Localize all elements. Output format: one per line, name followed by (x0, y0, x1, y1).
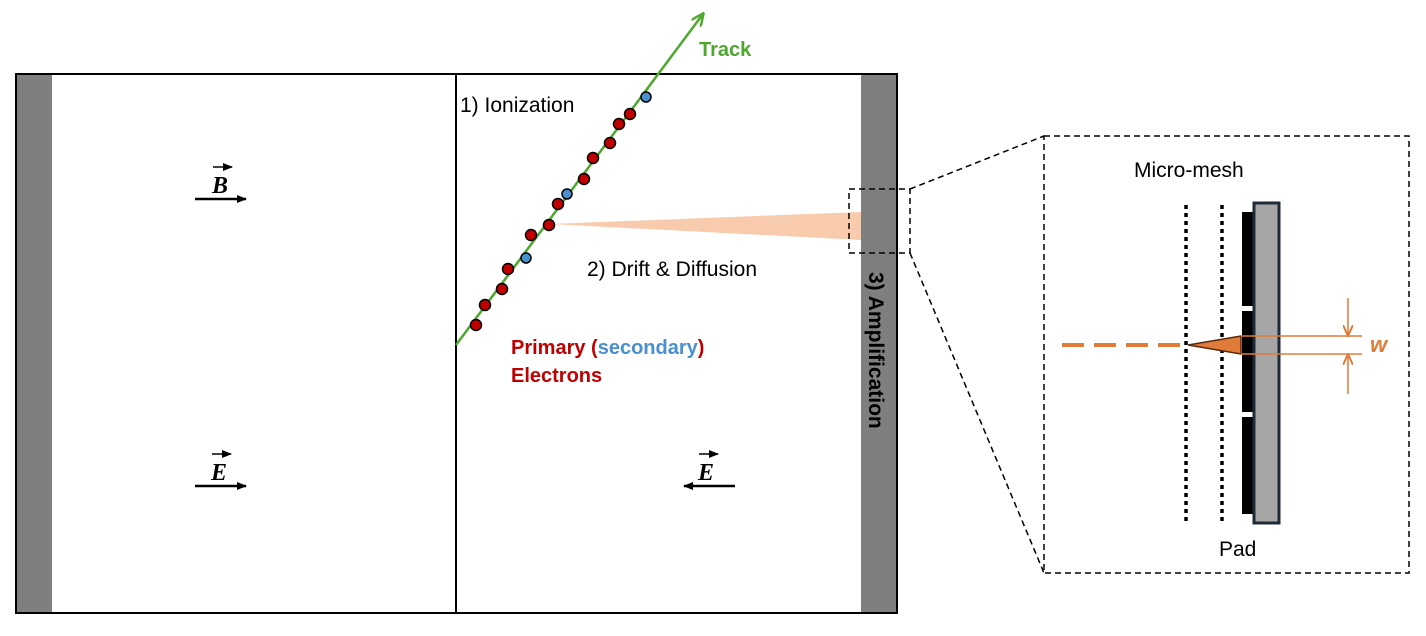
zoom-connector-bottom (909, 252, 1045, 574)
e-field-left-symbol: E (210, 460, 227, 486)
secondary-text: secondary (598, 337, 699, 359)
primary-electron (478, 298, 492, 312)
ionization-label: 1) Ionization (460, 94, 574, 117)
e-field-right-symbol: E (697, 460, 714, 486)
b-field-symbol: B (211, 173, 228, 199)
primary-electron (542, 218, 556, 232)
primary-electron (501, 262, 515, 276)
secondary-electron (561, 188, 573, 200)
avalanche-cone (1187, 335, 1242, 355)
primary-prefix: Primary ( (511, 337, 598, 359)
e-field-right-vector: E (683, 450, 735, 490)
e-field-left-vector: E (195, 450, 247, 490)
primary-suffix: ) (698, 337, 705, 359)
primary-electron (577, 172, 591, 186)
pad-gap-2 (1242, 412, 1253, 417)
pad-label: Pad (1219, 538, 1256, 561)
primary-electron (469, 318, 483, 332)
right-amplification-plate (861, 75, 896, 612)
zoom-connector-top (909, 135, 1045, 190)
drift-label: 2) Drift & Diffusion (587, 258, 757, 281)
pad-plate (1252, 201, 1281, 525)
width-label: w (1370, 332, 1389, 357)
amplification-label: 3) Amplification (864, 272, 887, 429)
primary-electron (586, 151, 600, 165)
primary-electron (603, 136, 617, 150)
primary-electron (495, 282, 509, 296)
primary-electron (612, 117, 626, 131)
primary-electron (623, 107, 637, 121)
secondary-electron (520, 252, 532, 264)
diffusion-cone (549, 212, 861, 240)
primary-electron (524, 228, 538, 242)
secondary-electron (640, 91, 652, 103)
left-amplification-plate (17, 75, 52, 612)
micro-mesh-label: Micro-mesh (1134, 159, 1244, 182)
b-field-vector: B (195, 163, 247, 203)
electrons-label: Electrons (511, 365, 602, 387)
electrons (469, 91, 652, 332)
pad-gap-1 (1242, 306, 1253, 311)
track-label: Track (699, 39, 752, 61)
electron-legend-line1: Primary (secondary) (511, 337, 704, 359)
primary-electron (551, 197, 565, 211)
zoom-region-box (848, 188, 911, 254)
